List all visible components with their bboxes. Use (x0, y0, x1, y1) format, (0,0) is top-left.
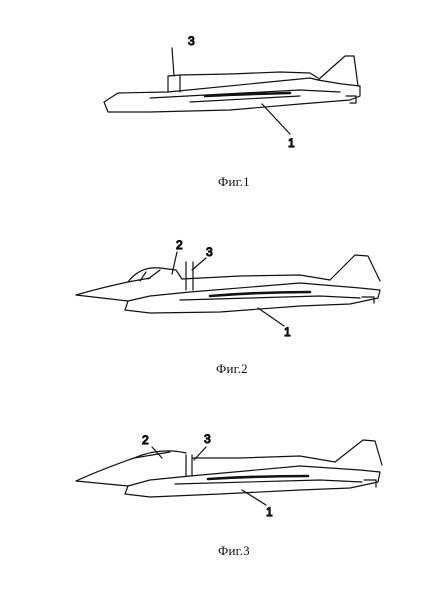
figure-3-aircraft (75, 439, 383, 506)
fig2-label-2: 2 (176, 238, 183, 252)
fig3-label-2: 2 (142, 433, 149, 447)
fig2-label-3: 3 (206, 245, 213, 259)
fig1-label-1: 1 (288, 136, 295, 150)
figure-1-caption: Фиг.1 (218, 174, 250, 189)
fig3-label-3: 3 (204, 432, 211, 446)
fig2-label-1: 1 (284, 325, 291, 339)
fig1-label-3: 3 (188, 34, 195, 48)
figure-3-caption: Фиг.3 (218, 543, 250, 558)
figure-2-aircraft (75, 251, 381, 327)
figure-2-caption: Фиг.2 (216, 361, 248, 376)
fig3-label-1: 1 (266, 505, 273, 519)
figure-1-aircraft (103, 47, 361, 135)
